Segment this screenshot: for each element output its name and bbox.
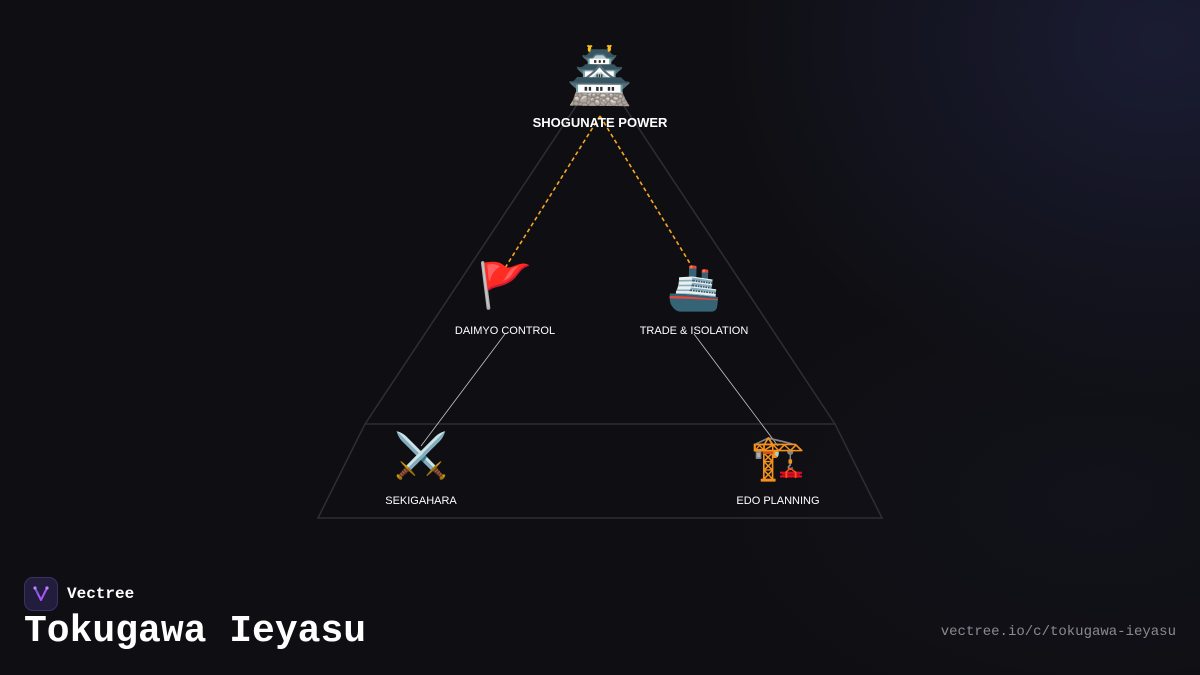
node-label-edo: EDO PLANNING: [736, 495, 819, 507]
vectree-logo-icon: [24, 577, 58, 611]
dashed-link-shogunate-daimyo: [504, 115, 601, 269]
node-sekigahara[interactable]: ⚔️ SEKIGAHARA: [385, 431, 457, 508]
node-daimyo[interactable]: 🚩 DAIMYO CONTROL: [455, 261, 555, 338]
red-flag-icon: 🚩: [478, 261, 533, 312]
link-daimyo-sekigahara: [420, 333, 506, 447]
pyramid-triangle: [364, 68, 836, 425]
crossed-swords-icon: ⚔️: [394, 431, 449, 482]
pyramid-frame: [316, 68, 884, 519]
brand[interactable]: Vectree: [24, 577, 134, 611]
page-title: Tokugawa Ieyasu: [24, 610, 367, 653]
castle-icon: 🏯: [566, 44, 633, 109]
ship-icon: 🚢: [667, 263, 722, 314]
node-edo[interactable]: 🏗️ EDO PLANNING: [736, 433, 819, 508]
node-label-daimyo: DAIMYO CONTROL: [455, 325, 555, 337]
node-label-sekigahara: SEKIGAHARA: [385, 495, 457, 507]
diagram-links: [420, 115, 779, 447]
dashed-link-shogunate-trade: [599, 115, 695, 271]
vectree-fork-icon: [33, 586, 49, 601]
construction-crane-icon: 🏗️: [751, 433, 806, 484]
node-trade[interactable]: 🚢 TRADE & ISOLATION: [640, 263, 749, 338]
diagram-nodes: 🏯 SHOGUNATE POWER 🚩 DAIMYO CONTROL 🚢 TRADE & …: [385, 44, 819, 508]
brand-name: Vectree: [67, 585, 135, 603]
node-label-trade: TRADE & ISOLATION: [640, 325, 749, 337]
page-url[interactable]: vectree.io/c/tokugawa-ieyasu: [940, 624, 1176, 640]
node-shogunate[interactable]: 🏯 SHOGUNATE POWER: [533, 44, 668, 131]
pyramid-base-tier: [316, 423, 884, 519]
node-label-shogunate: SHOGUNATE POWER: [533, 115, 668, 130]
link-trade-edo: [693, 333, 779, 447]
